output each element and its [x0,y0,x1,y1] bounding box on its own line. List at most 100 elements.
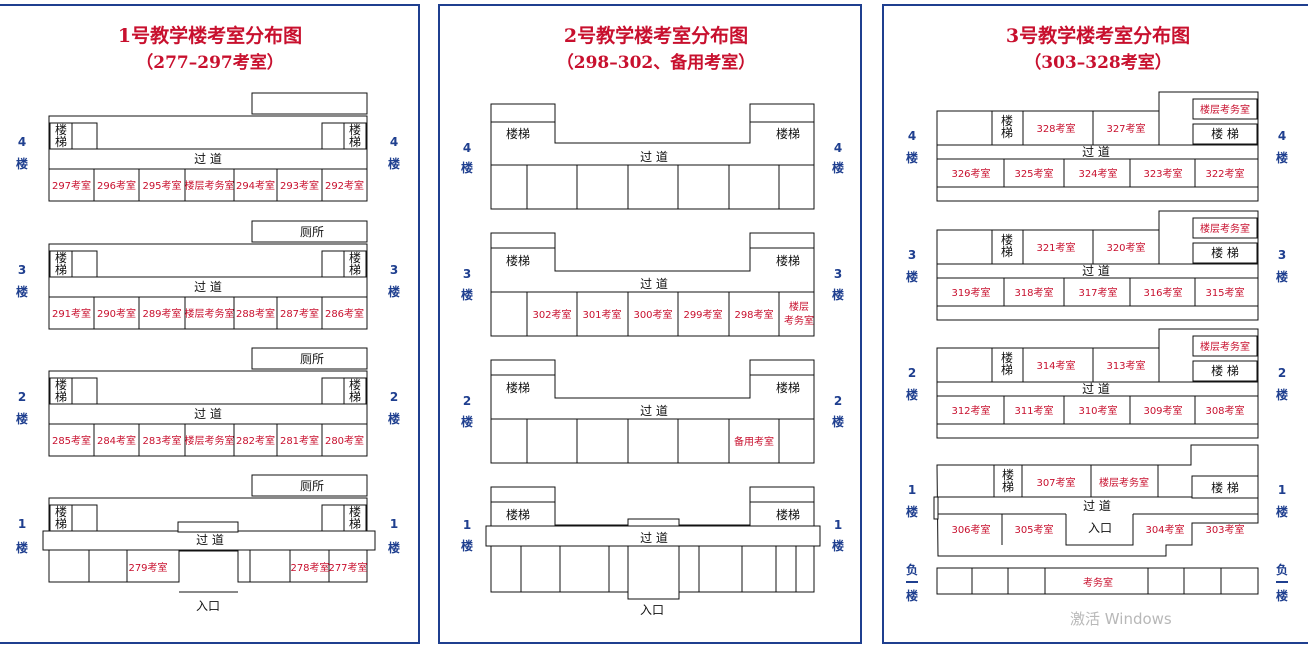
svg-text:梯: 梯 [1001,126,1013,140]
svg-text:楼: 楼 [16,411,28,426]
svg-text:楼: 楼 [906,150,918,165]
svg-text:楼: 楼 [1002,467,1014,482]
svg-text:2: 2 [390,390,398,404]
svg-text:楼: 楼 [388,411,400,426]
exam-room-label: 302考室 [532,308,571,321]
exam-room-label: 293考室 [280,179,319,192]
svg-text:2: 2 [18,390,26,404]
svg-text:梯: 梯 [55,135,67,149]
exam-room-label: 319考室 [951,286,990,299]
svg-text:楼梯: 楼梯 [776,507,800,522]
svg-text:楼: 楼 [1276,387,1288,402]
svg-text:厕所: 厕所 [300,225,324,239]
svg-text:楼: 楼 [906,588,918,603]
svg-text:楼梯: 楼梯 [506,507,530,522]
svg-text:过 道: 过 道 [194,280,222,294]
svg-text:3: 3 [834,267,842,281]
exam-room-label: 322考室 [1205,167,1244,180]
svg-text:楼梯: 楼梯 [506,126,530,141]
svg-text:梯: 梯 [1001,245,1013,259]
svg-text:楼: 楼 [55,504,67,519]
svg-text:梯: 梯 [55,517,67,531]
svg-text:楼: 楼 [16,540,28,555]
svg-text:楼: 楼 [349,250,361,265]
svg-text:楼: 楼 [832,414,844,429]
exam-room-label: 297考室 [52,179,91,192]
svg-text:2: 2 [834,394,842,408]
svg-text:楼: 楼 [1001,113,1013,128]
svg-text:过 道: 过 道 [640,150,668,164]
svg-text:楼: 楼 [388,540,400,555]
svg-text:307考室: 307考室 [1036,476,1075,489]
svg-text:楼 梯: 楼 梯 [1211,480,1239,495]
exam-room-label: 298考室 [734,308,773,321]
svg-text:楼: 楼 [906,387,918,402]
svg-text:4: 4 [18,135,26,149]
svg-text:楼层考务室: 楼层考务室 [1200,340,1250,353]
svg-text:梯: 梯 [349,517,361,531]
exam-room-label: 318考室 [1014,286,1053,299]
svg-text:过 道: 过 道 [1082,264,1110,278]
svg-text:楼: 楼 [832,538,844,553]
svg-text:过 道: 过 道 [196,533,224,547]
exam-room-label: 323考室 [1143,167,1182,180]
svg-text:303考室: 303考室 [1205,523,1244,536]
b2-entrance: 入口 [640,603,664,617]
svg-text:楼层考务室: 楼层考务室 [1099,476,1149,489]
svg-text:楼: 楼 [461,160,473,175]
svg-text:楼: 楼 [349,377,361,392]
building-1-subtitle: （277–297考室） [136,52,283,73]
svg-text:梯: 梯 [349,135,361,149]
exam-room-label: 300考室 [633,308,672,321]
b3-entrance: 入口 [1088,521,1112,535]
svg-text:过 道: 过 道 [640,531,668,545]
b2-floor-1: 楼梯 楼梯 过 道 入口 1楼 1楼 [461,486,844,617]
b2-floor-4: 楼梯 楼梯 过 道 4楼 4楼 [461,103,844,210]
svg-text:3: 3 [1278,248,1286,262]
svg-text:楼: 楼 [461,287,473,302]
b1-floor-3: 厕所 楼梯 楼梯 过 道 3楼 3楼 [16,220,400,330]
svg-text:楼梯: 楼梯 [506,253,530,268]
exam-room-label: 290考室 [97,307,136,320]
exam-room-label: 285考室 [52,434,91,447]
svg-text:楼: 楼 [1001,350,1013,365]
svg-text:楼: 楼 [349,122,361,137]
svg-text:楼层: 楼层 [789,300,809,313]
b3-floor-basement: 考务室 负 楼 负 楼 [906,562,1288,603]
svg-text:楼: 楼 [906,269,918,284]
windows-watermark: 激活 Windows [1070,610,1172,628]
exam-room-label: 324考室 [1078,167,1117,180]
svg-text:楼: 楼 [55,122,67,137]
exam-room-label: 299考室 [683,308,722,321]
svg-text:楼: 楼 [388,284,400,299]
svg-text:楼梯: 楼梯 [506,380,530,395]
svg-text:楼 梯: 楼 梯 [1211,126,1239,141]
svg-text:梯: 梯 [1002,480,1014,494]
building-3-subtitle: （303–328考室） [1024,52,1171,73]
building-2-title: 2号教学楼考室分布图 [564,24,748,47]
svg-text:厕所: 厕所 [300,479,324,493]
building-1-title: 1号教学楼考室分布图 [118,24,302,47]
exam-room-label: 296考室 [97,179,136,192]
svg-text:楼: 楼 [1276,588,1288,603]
svg-text:楼: 楼 [55,377,67,392]
exam-room-label: 楼层考务室 [185,434,235,447]
exam-room-label: 294考室 [236,179,275,192]
building-2-subtitle: （298–302、备用考室） [557,52,755,73]
svg-text:320考室: 320考室 [1106,241,1145,254]
svg-text:负: 负 [906,562,918,577]
svg-text:4: 4 [390,135,398,149]
svg-text:楼: 楼 [1276,269,1288,284]
b2-floor-2: 楼梯 楼梯 过 道 备用考室 2楼 2楼 [461,359,844,464]
exam-room-label: 308考室 [1205,404,1244,417]
exam-room-label: 292考室 [325,179,364,192]
exam-room-label: 311考室 [1014,404,1053,417]
exam-room-label: 325考室 [1014,167,1053,180]
exam-room-label: 280考室 [325,434,364,447]
svg-text:过 道: 过 道 [640,277,668,291]
exam-room-label: 楼层考务室 [185,307,235,320]
